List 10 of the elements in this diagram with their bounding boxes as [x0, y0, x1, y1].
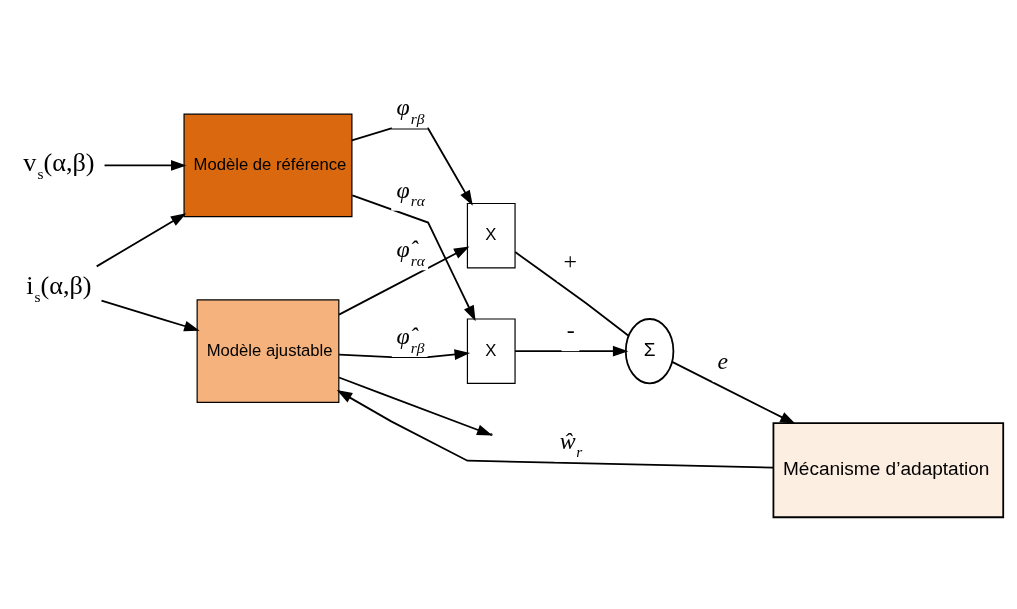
node-text: i$_{s}$(α,β): [26, 270, 92, 305]
edge-label: φ̂$_{rα}$: [396, 235, 426, 269]
edge-label: φ$_{rα}$: [396, 176, 426, 209]
edge-label: +: [562, 247, 579, 274]
edge-label: ŵ$_{r}$: [559, 427, 583, 460]
edge-label: φ̂$_{rβ}$: [396, 322, 425, 355]
edge-label: φ$_{rβ}$: [396, 93, 425, 127]
edge-label: -: [566, 316, 575, 343]
edge-label: e: [717, 347, 729, 374]
node-text: v$_{s}$(α,β): [23, 147, 95, 182]
